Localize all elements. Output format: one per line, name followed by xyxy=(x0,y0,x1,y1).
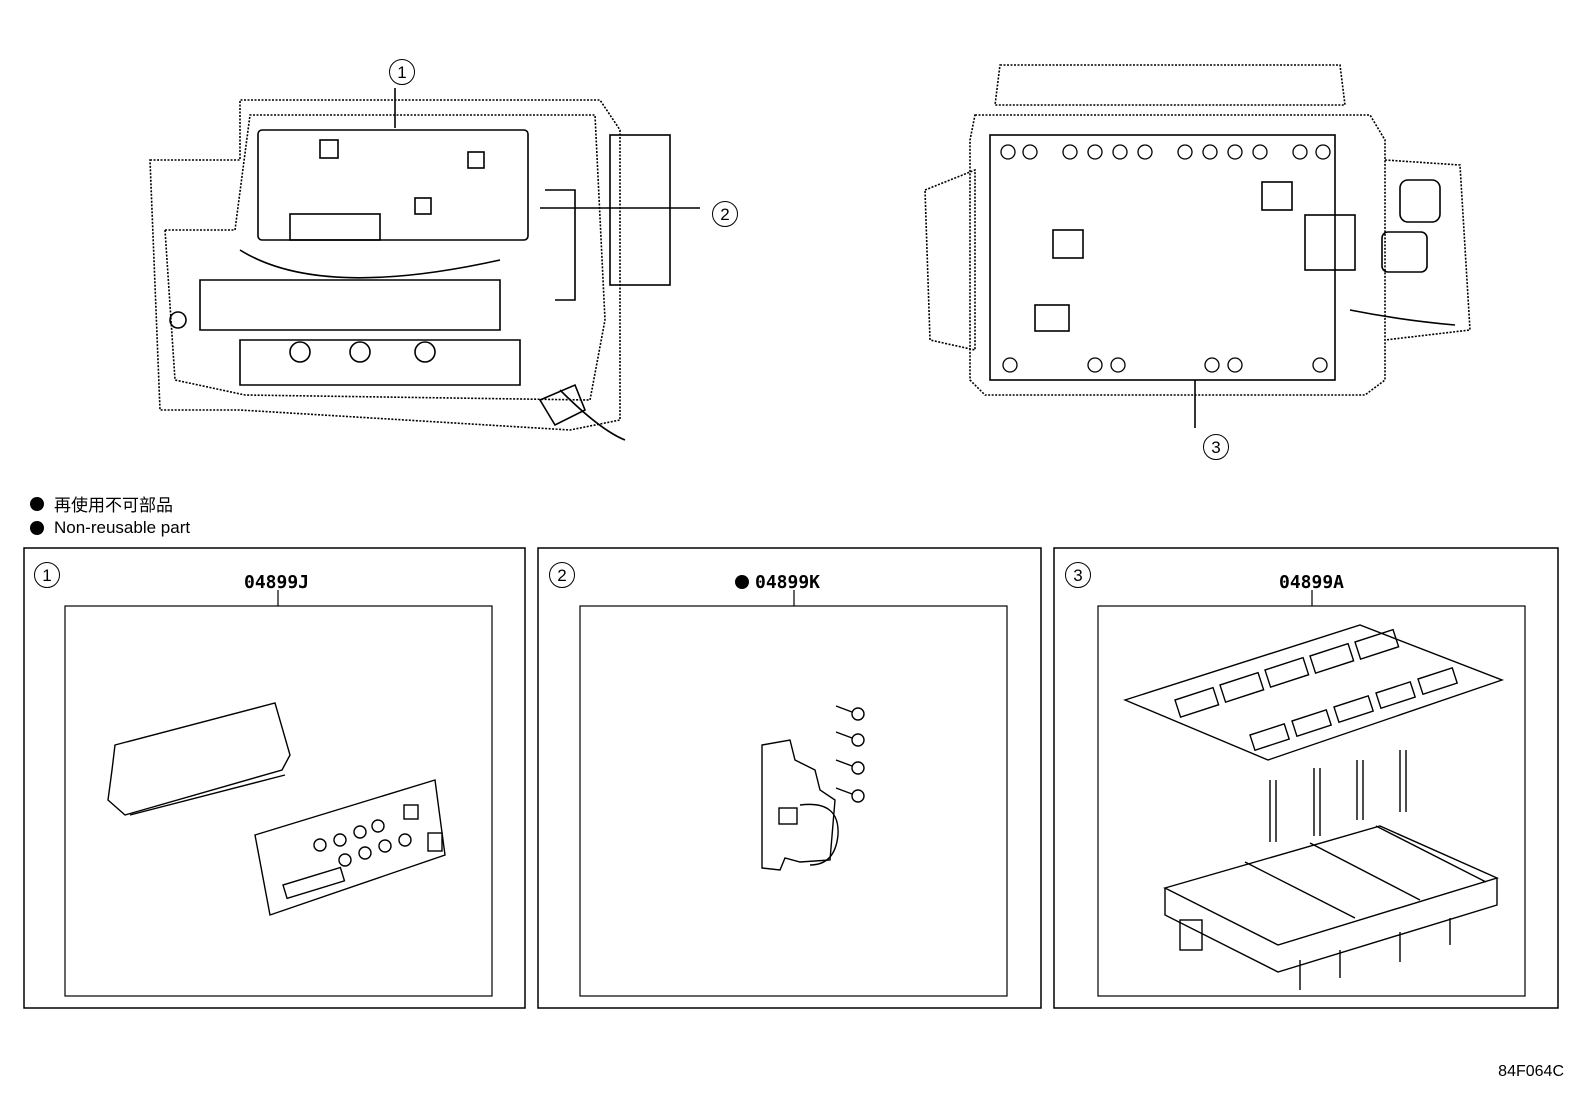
panel-frames xyxy=(23,547,1559,1009)
legend-en-text: Non-reusable part xyxy=(54,518,191,537)
panel1-part-number: 04899J xyxy=(244,572,309,593)
non-reusable-dot-icon xyxy=(30,496,44,511)
panel1-circuit-board xyxy=(254,779,446,916)
legend-en: Non-reusable part xyxy=(30,518,190,538)
legend-jp-text: 再使用不可部品 xyxy=(54,496,173,515)
figure-code: 84F064C xyxy=(1498,1063,1564,1080)
callout-2: 2 xyxy=(712,201,738,227)
panel3-studs xyxy=(1269,750,1407,842)
panel2-part-number-text: 04899K xyxy=(755,572,821,593)
right-assembly-detail xyxy=(989,134,1456,428)
non-reusable-dot-icon xyxy=(30,521,44,535)
panel3-gasket xyxy=(1122,624,1505,761)
panel2-index: 2 xyxy=(549,562,575,588)
panel3-part-number: 04899A xyxy=(1279,572,1344,593)
panel2-part-number: 04899K xyxy=(735,572,820,593)
panel1-cover-plate xyxy=(107,702,291,816)
callout-1: 1 xyxy=(389,59,415,85)
panel2-bracket xyxy=(761,739,839,871)
left-assembly-drawing xyxy=(149,99,621,431)
panel3-index: 3 xyxy=(1065,562,1091,588)
legend-jp: 再使用不可部品 xyxy=(30,491,173,516)
panel1-index: 1 xyxy=(34,562,60,588)
panel2-bolts xyxy=(835,705,865,803)
panel1-part-number-text: 04899J xyxy=(244,572,310,593)
panel3-part-number-text: 04899A xyxy=(1279,572,1345,593)
panel3-inverter-module xyxy=(1163,825,1499,990)
non-reusable-dot-icon xyxy=(735,575,749,589)
callout-3: 3 xyxy=(1203,434,1229,460)
right-assembly-drawing xyxy=(924,64,1471,396)
left-assembly-detail xyxy=(169,88,700,441)
